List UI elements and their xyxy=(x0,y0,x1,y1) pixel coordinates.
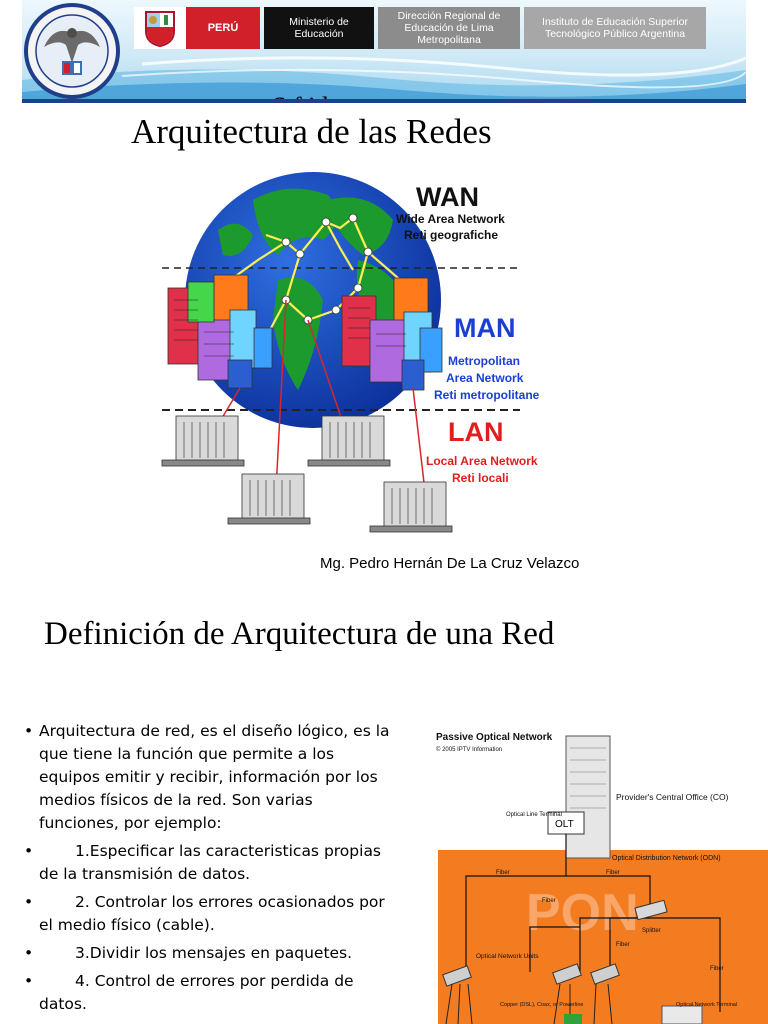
man-line3: Reti metropolitane xyxy=(434,388,540,402)
wan-line2: Reti geografiche xyxy=(404,228,499,242)
left-buildings-icon xyxy=(167,274,273,389)
central-office-icon xyxy=(565,735,611,859)
pon-credit: © 2005 IPTV Information xyxy=(436,746,502,753)
wan-title: WAN xyxy=(416,182,479,212)
fiber-label-3: Fiber xyxy=(542,898,556,904)
co-desc: Provider's Central Office (CO) xyxy=(616,792,729,802)
institute-crest-icon xyxy=(24,3,120,99)
right-buildings-icon xyxy=(341,277,443,391)
man-line2: Area Network xyxy=(446,371,524,385)
fiber-label-2: Fiber xyxy=(606,870,620,876)
peru-shield xyxy=(134,7,186,49)
institute-label: Instituto de Educación Superior Tecnológ… xyxy=(524,7,706,49)
lan-buildings-icon xyxy=(161,415,453,533)
header-banner: PERÚ Ministerio de Educación Dirección R… xyxy=(22,0,746,103)
cut-off-title: S f i l xyxy=(272,92,329,103)
network-diagram-graphic xyxy=(161,172,520,533)
fiber-label-4: Fiber xyxy=(616,942,630,948)
author-name: Mg. Pedro Hernán De La Cruz Velazco xyxy=(320,555,580,572)
pon-watermark: PON xyxy=(526,884,639,942)
onu-desc: Optical Network Units xyxy=(476,953,539,960)
home-device-icon xyxy=(564,1014,582,1024)
ont-desc: Optical Network Terminal xyxy=(676,1002,737,1008)
list-item: •2. Controlar los errores ocasionados po… xyxy=(24,893,385,934)
regional-direction-label: Dirección Regional de Educación de Lima … xyxy=(378,7,520,49)
ministry-label: Ministerio de Educación xyxy=(264,7,374,49)
slide-1-title: Arquitectura de las Redes xyxy=(131,112,492,151)
wan-line1: Wide Area Network xyxy=(396,212,505,226)
lan-line1: Local Area Network xyxy=(426,454,538,468)
list-item: •4. Control de errores por perdida de da… xyxy=(24,972,354,1013)
man-title: MAN xyxy=(454,313,516,343)
list-item: •3.Dividir los mensajes en paquetes. xyxy=(24,944,353,962)
network-architecture-diagram: WAN Wide Area Network Reti geografiche M… xyxy=(158,160,540,546)
odn-desc: Optical Distribution Network (ODN) xyxy=(612,855,721,862)
list-item: •1.Especificar las caracteristicas propi… xyxy=(24,842,382,883)
peru-coat-of-arms-icon xyxy=(145,11,175,47)
man-line1: Metropolitan xyxy=(448,354,520,368)
fiber-label-5: Fiber xyxy=(710,966,724,972)
banner-waves xyxy=(22,56,746,103)
ont-device-icon xyxy=(661,1005,703,1024)
slide-2-title: Definición de Arquitectura de una Red xyxy=(44,616,555,652)
pon-diagram: PON OLT xyxy=(430,722,768,1024)
onu-units-icon xyxy=(442,963,620,987)
bullet-list: •Arquitectura de red, es el diseño lógic… xyxy=(24,720,394,1021)
pon-title: Passive Optical Network xyxy=(436,732,553,743)
splitter-icon xyxy=(634,899,668,921)
lan-line2: Reti locali xyxy=(452,471,509,485)
fiber-label-1: Fiber xyxy=(496,870,510,876)
peru-label: PERÚ xyxy=(186,7,260,49)
splitter-label: Splitter xyxy=(642,928,661,934)
pon-diagram-graphic: PON OLT xyxy=(436,732,768,1024)
list-item: •Arquitectura de red, es el diseño lógic… xyxy=(24,722,390,832)
olt-desc: Optical Line Terminal xyxy=(506,812,562,818)
copper-desc: Copper (DSL), Coax, or Powerline xyxy=(500,1002,583,1008)
olt-label: OLT xyxy=(555,819,574,830)
lan-title: LAN xyxy=(448,417,504,447)
